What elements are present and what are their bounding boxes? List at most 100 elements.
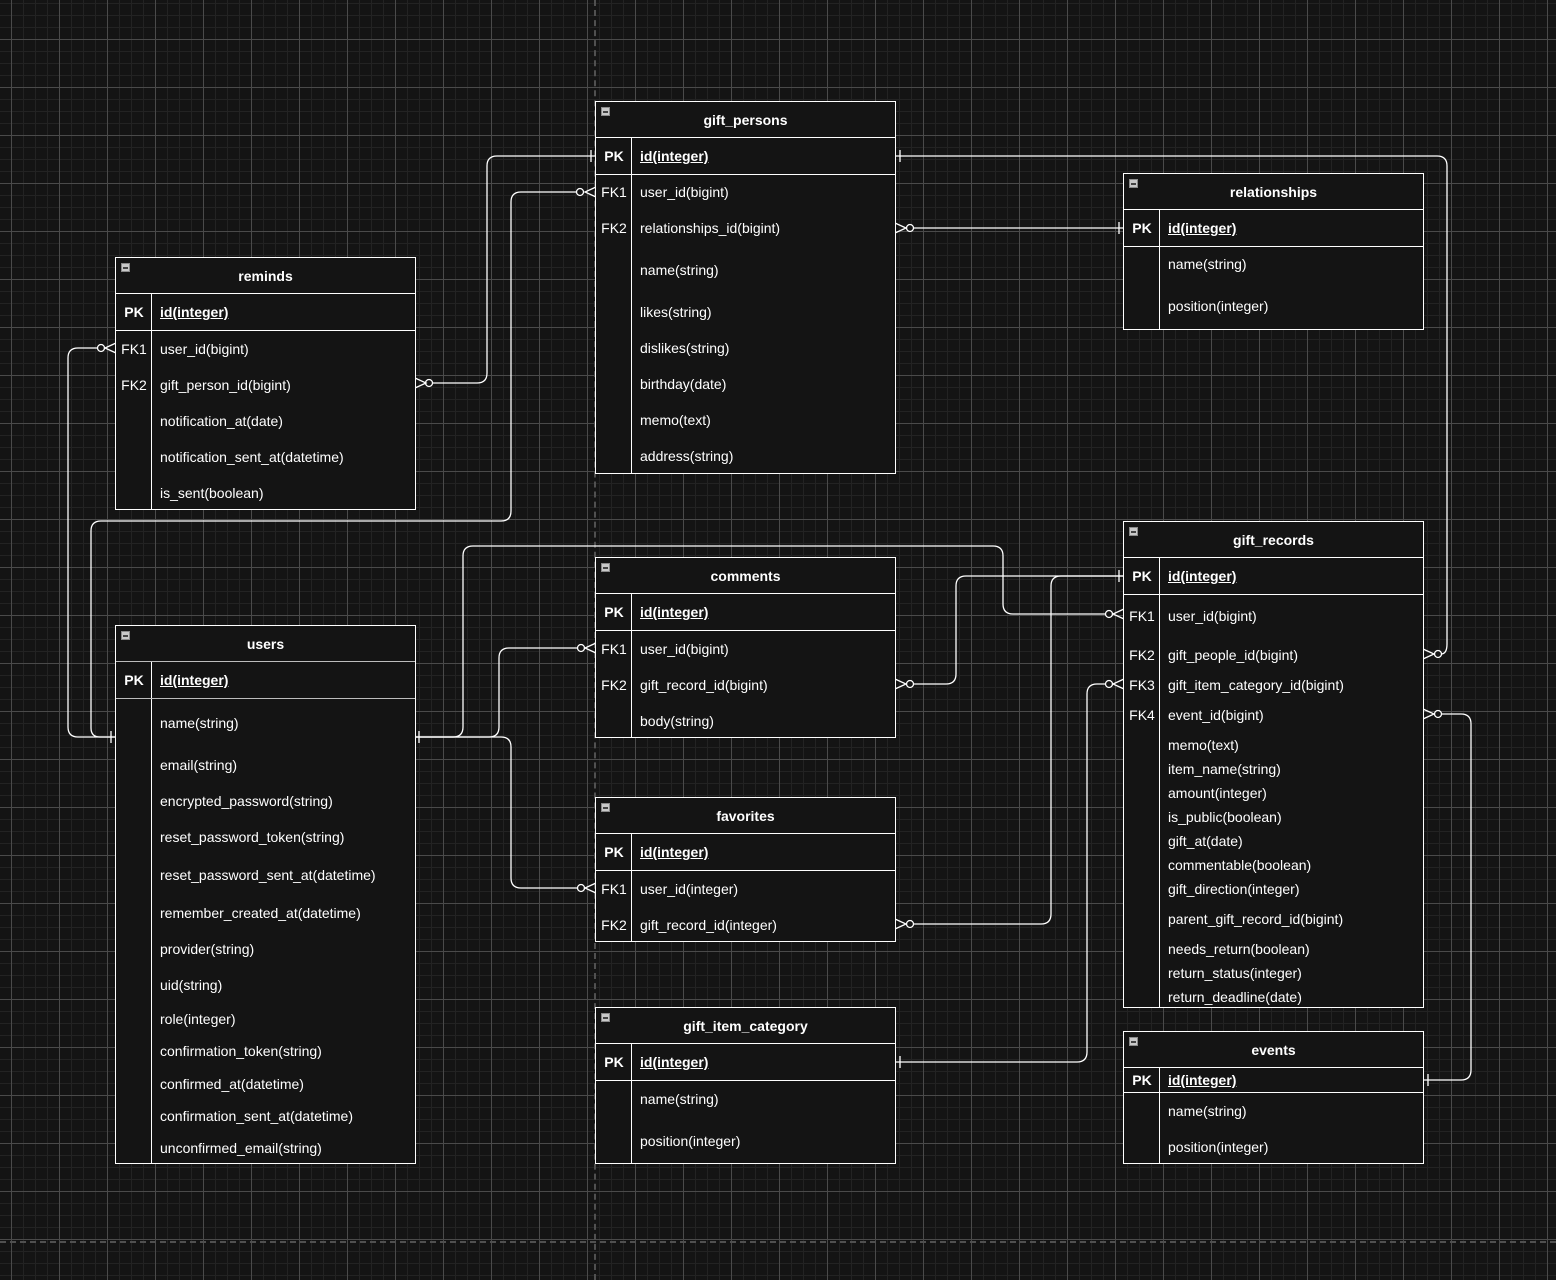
- relation-gift-records-favorites[interactable]: [894, 575, 1124, 930]
- field-row[interactable]: dislikes(string): [596, 333, 895, 363]
- field-row[interactable]: name(string): [1124, 249, 1423, 279]
- entity-gift-item-category[interactable]: gift_item_category PK id(integer) name(s…: [595, 1007, 896, 1164]
- collapse-icon[interactable]: [121, 631, 130, 640]
- entity-header[interactable]: comments: [596, 558, 895, 594]
- field-row[interactable]: amount(integer): [1124, 778, 1423, 808]
- collapse-icon[interactable]: [601, 1013, 610, 1022]
- collapse-icon[interactable]: [1129, 179, 1138, 188]
- field-row[interactable]: name(string): [1124, 1096, 1423, 1126]
- collapse-icon[interactable]: [1129, 527, 1138, 536]
- field-row[interactable]: encrypted_password(string): [116, 786, 415, 816]
- field-row[interactable]: name(string): [596, 255, 895, 285]
- pk-row[interactable]: PK id(integer): [116, 662, 415, 698]
- field-row[interactable]: reset_password_token(string): [116, 822, 415, 852]
- collapse-icon[interactable]: [601, 803, 610, 812]
- pk-row[interactable]: PK id(integer): [1124, 558, 1423, 594]
- attribute: id(integer): [160, 672, 229, 688]
- relation-users-comments[interactable]: [415, 642, 597, 743]
- pk-row[interactable]: PK id(integer): [596, 138, 895, 174]
- relation-gift-persons-reminds[interactable]: [414, 150, 596, 389]
- entity-users[interactable]: users PK id(integer) name(string) email(…: [115, 625, 416, 1164]
- entity-header[interactable]: reminds: [116, 258, 415, 294]
- relation-gift-item-category-gift-records[interactable]: [895, 678, 1125, 1068]
- field-row[interactable]: item_name(string): [1124, 754, 1423, 784]
- field-row[interactable]: email(string): [116, 750, 415, 780]
- field-row[interactable]: birthday(date): [596, 369, 895, 399]
- field-row[interactable]: reset_password_sent_at(datetime): [116, 860, 415, 890]
- field-row[interactable]: is_sent(boolean): [116, 478, 415, 508]
- relation-relationships-gift-persons[interactable]: [894, 222, 1124, 234]
- pk-row[interactable]: PK id(integer): [1124, 210, 1423, 246]
- field-row[interactable]: commentable(boolean): [1124, 850, 1423, 880]
- entity-header[interactable]: favorites: [596, 798, 895, 834]
- collapse-icon[interactable]: [1129, 1037, 1138, 1046]
- pk-row[interactable]: PK id(integer): [116, 294, 415, 330]
- field-row[interactable]: uid(string): [116, 970, 415, 1000]
- field-row[interactable]: likes(string): [596, 297, 895, 327]
- field-row[interactable]: confirmation_token(string): [116, 1036, 415, 1066]
- field-row[interactable]: memo(text): [596, 405, 895, 435]
- pk-row[interactable]: PK id(integer): [596, 834, 895, 870]
- field-row[interactable]: body(string): [596, 706, 895, 736]
- entity-header[interactable]: gift_item_category: [596, 1008, 895, 1044]
- entity-header[interactable]: events: [1124, 1032, 1423, 1068]
- field-row[interactable]: position(integer): [1124, 1132, 1423, 1162]
- field-row[interactable]: return_deadline(date): [1124, 982, 1423, 1012]
- entity-header[interactable]: gift_persons: [596, 102, 895, 138]
- entity-events[interactable]: events PK id(integer) name(string) posit…: [1123, 1031, 1424, 1164]
- field-row[interactable]: position(integer): [596, 1126, 895, 1156]
- relation-users-reminds[interactable]: [67, 342, 117, 743]
- field-row[interactable]: remember_created_at(datetime): [116, 898, 415, 928]
- field-row[interactable]: gift_at(date): [1124, 826, 1423, 856]
- entity-header[interactable]: gift_records: [1124, 522, 1423, 558]
- field-row[interactable]: address(string): [596, 441, 895, 471]
- field-row[interactable]: needs_return(boolean): [1124, 934, 1423, 964]
- entity-header[interactable]: users: [116, 626, 415, 662]
- field-row[interactable]: notification_sent_at(datetime): [116, 442, 415, 472]
- relation-gift-records-comments[interactable]: [894, 570, 1124, 690]
- field-row[interactable]: confirmation_sent_at(datetime): [116, 1101, 415, 1131]
- key-label: FK3: [1129, 677, 1155, 693]
- field-row[interactable]: gift_direction(integer): [1124, 874, 1423, 904]
- field-row[interactable]: memo(text): [1124, 730, 1423, 760]
- pk-row[interactable]: PK id(integer): [596, 1044, 895, 1080]
- field-row[interactable]: parent_gift_record_id(bigint): [1124, 904, 1423, 934]
- field-row[interactable]: unconfirmed_email(string): [116, 1133, 415, 1163]
- field-row[interactable]: return_status(integer): [1124, 958, 1423, 988]
- attribute: likes(string): [640, 304, 712, 320]
- relation-events-gift-records[interactable]: [1422, 708, 1472, 1086]
- field-row[interactable]: position(integer): [1124, 291, 1423, 321]
- pk-row[interactable]: PK id(integer): [596, 594, 895, 630]
- pk-row[interactable]: PK id(integer): [1124, 1068, 1423, 1092]
- field-row[interactable]: name(string): [116, 708, 415, 738]
- field-row[interactable]: name(string): [596, 1084, 895, 1114]
- entity-header[interactable]: relationships: [1124, 174, 1423, 210]
- field-row[interactable]: is_public(boolean): [1124, 802, 1423, 832]
- collapse-icon[interactable]: [601, 107, 610, 116]
- field-row[interactable]: notification_at(date): [116, 406, 415, 436]
- entity-relationships[interactable]: relationships PK id(integer) name(string…: [1123, 173, 1424, 330]
- field-row[interactable]: role(integer): [116, 1004, 415, 1034]
- field-row[interactable]: confirmed_at(datetime): [116, 1069, 415, 1099]
- relation-users-favorites[interactable]: [415, 736, 597, 894]
- field-row[interactable]: provider(string): [116, 934, 415, 964]
- collapse-icon[interactable]: [601, 563, 610, 572]
- collapse-icon[interactable]: [121, 263, 130, 272]
